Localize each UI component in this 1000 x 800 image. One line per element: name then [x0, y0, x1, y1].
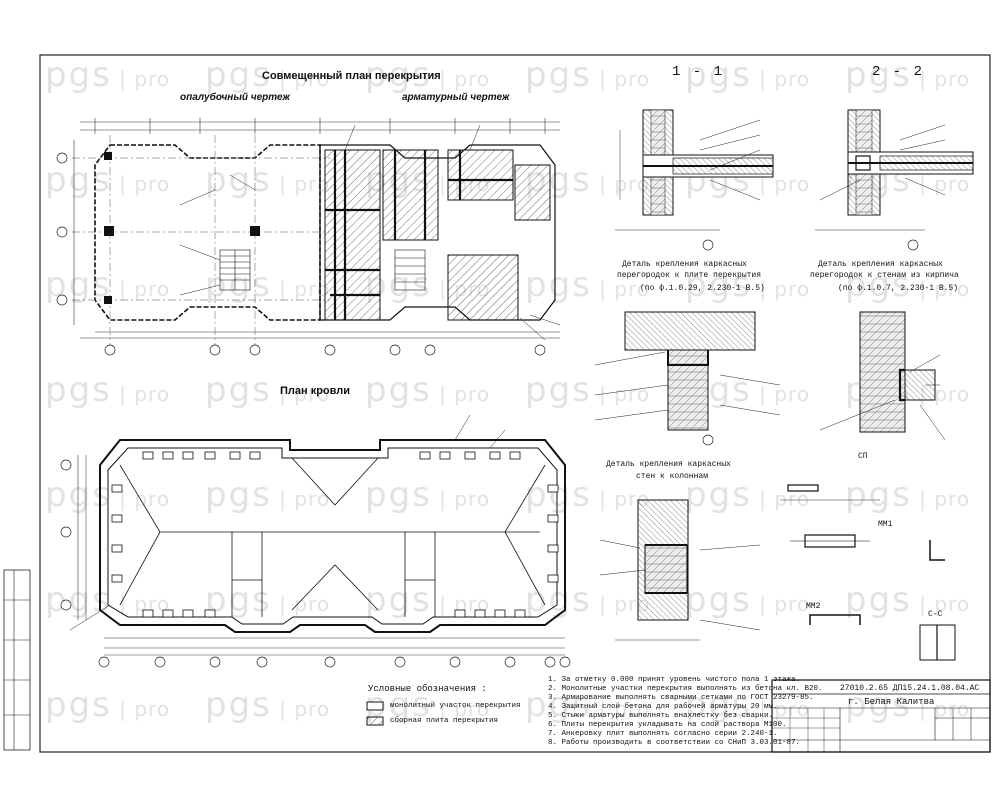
roof-vent: [204, 451, 216, 460]
detail-1-line-1: Деталь крепления каркасных: [622, 260, 747, 269]
detail-1-line-3: (по ф.1.0.29, 2.230-1 В.5): [640, 284, 765, 293]
roof-vent: [182, 451, 194, 460]
roof-vent: [547, 574, 559, 583]
roof-vent: [439, 451, 451, 460]
roof-vent: [474, 609, 486, 618]
roof-vent: [419, 451, 431, 460]
reinforcement-subtitle: арматурный чертеж: [402, 92, 510, 103]
roof-vent: [494, 609, 506, 618]
roof-vent: [111, 484, 123, 493]
roof-vent: [142, 609, 154, 618]
detail-wall-to-column: [599, 499, 761, 641]
note-line: 1. За отметку 0.000 принят уровень чисто…: [548, 676, 801, 684]
embedded-parts: [780, 484, 956, 661]
project-city: г. Белая Калитва: [848, 697, 935, 707]
roof-vent: [111, 574, 123, 583]
section-2-2: [815, 109, 974, 251]
legend-swatches: [366, 701, 384, 726]
floor-plan-title: Совмещенный план перекрытия: [262, 70, 441, 82]
roof-vent: [514, 609, 526, 618]
roof-vent: [547, 514, 559, 523]
note-line: 4. Защитный слой бетона для рабочей арма…: [548, 703, 778, 711]
section-2-2-title: 2 - 2: [872, 64, 925, 80]
part-sp-label: СП: [858, 452, 868, 461]
roof-vent: [509, 451, 521, 460]
note-line: 5. Стыки арматуры выполнять внахлестку б…: [548, 712, 774, 720]
note-line: 2. Монолитные участки перекрытия выполня…: [548, 685, 823, 693]
note-line: 8. Работы производить в соответствии со …: [548, 739, 801, 747]
legend-item-monolithic: монолитный участок перекрытия: [390, 702, 521, 710]
roof-vent: [464, 451, 476, 460]
note-line: 7. Анкеровку плит выполнять согласно сер…: [548, 730, 778, 738]
title-block: [771, 679, 991, 753]
general-notes: 1. За отметку 0.000 принят уровень чисто…: [548, 676, 823, 748]
document-code: 27010.2.65 ДП15.24.1.08.04.АС: [840, 684, 980, 693]
roof-vent: [489, 451, 501, 460]
roof-vent: [249, 451, 261, 460]
roof-vent: [547, 544, 559, 553]
note-line: 3. Армирование выполнять сварными сеткам…: [548, 694, 814, 702]
roof-vent: [547, 484, 559, 493]
roof-vent: [142, 451, 154, 460]
section-cc-label: С-С: [928, 610, 943, 619]
detail-2-line-1: Деталь крепления каркасных: [818, 260, 943, 269]
sheet-frame: [3, 54, 991, 753]
detail-2-line-2: перегородок к стенам из кирпича: [810, 271, 959, 280]
detail-partition-to-slab: [594, 311, 781, 446]
roof-plan-title: План кровли: [280, 385, 351, 397]
detail-3-line-2: стен к колоннам: [636, 472, 709, 481]
legend-item-precast: сборная плита перекрытия: [390, 717, 499, 725]
section-1-1: [615, 109, 774, 251]
roof-vent: [111, 544, 123, 553]
detail-3-line-1: Деталь крепления каркасных: [606, 460, 731, 469]
roof-vent: [229, 451, 241, 460]
floor-plan-formwork: [56, 118, 560, 356]
roof-vent: [182, 609, 194, 618]
detail-2-line-3: (по ф.1.0.7, 2.230-1 В.5): [838, 284, 959, 293]
roof-vent: [111, 514, 123, 523]
section-1-1-title: 1 - 1: [672, 64, 725, 80]
roof-vent: [162, 451, 174, 460]
legend-title: Условные обозначения :: [368, 684, 487, 694]
roof-vent: [204, 609, 216, 618]
part-mm1-label: ММ1: [878, 520, 893, 529]
formwork-subtitle: опалубочный чертеж: [180, 92, 290, 103]
roof-plan: [60, 414, 571, 668]
roof-vent: [162, 609, 174, 618]
floor-plan-reinforcement: [319, 124, 561, 341]
roof-vent: [454, 609, 466, 618]
detail-1-line-2: перегородок к плите перекрытия: [617, 271, 762, 280]
note-line: 6. Плиты перекрытия укладывать на слой р…: [548, 721, 787, 729]
part-mm2-label: ММ2: [806, 602, 821, 611]
detail-partition-to-brick: [819, 311, 946, 441]
